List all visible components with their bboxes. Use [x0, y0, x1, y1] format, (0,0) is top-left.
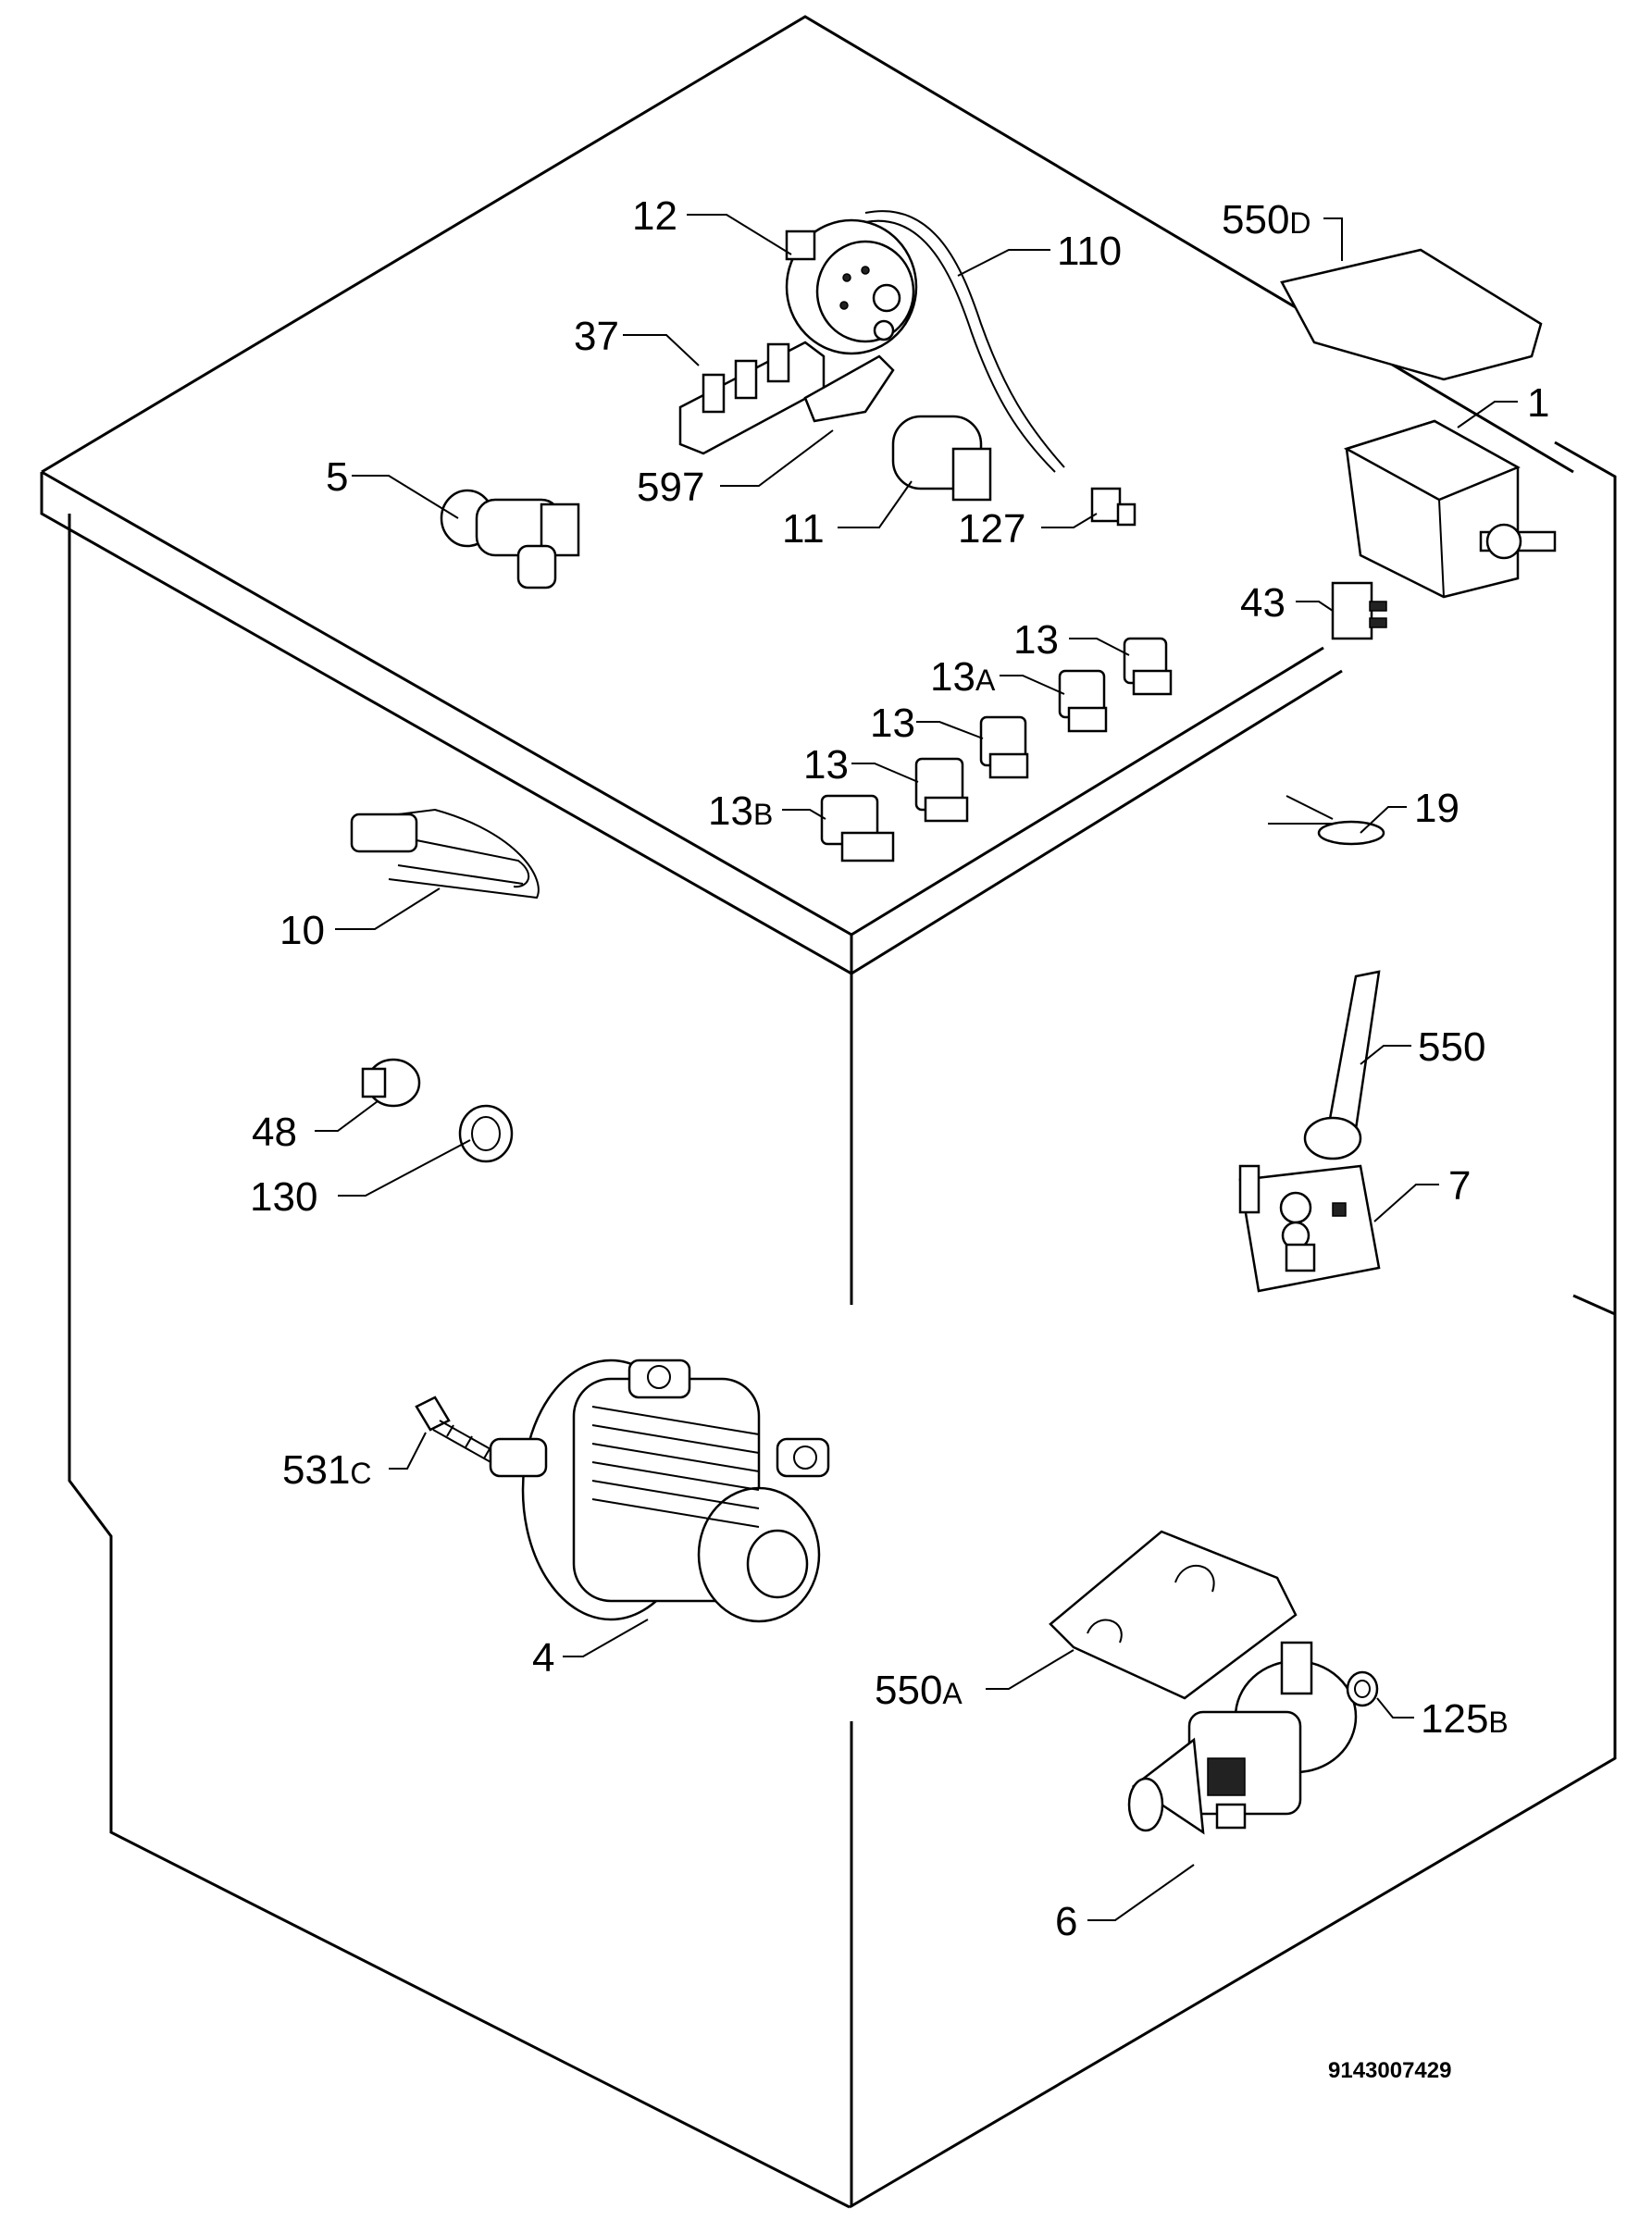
- callout-label: 130: [250, 1174, 317, 1220]
- sensor-part: [1268, 795, 1385, 846]
- callout-label: 12: [632, 193, 677, 239]
- callout-label: 13: [1013, 617, 1059, 663]
- callout-label: 43: [1240, 580, 1286, 626]
- callout-label: 1: [1527, 380, 1549, 426]
- callout-label: 7: [1448, 1163, 1471, 1209]
- callout-label: 37: [574, 314, 619, 359]
- seal-ring-part: [1346, 1670, 1379, 1707]
- callout-label: 5: [326, 454, 348, 500]
- callout-label: 13: [870, 701, 915, 746]
- lever-part: [1303, 970, 1381, 1160]
- hose-part: [864, 210, 1065, 473]
- callout-label: 11: [782, 506, 825, 552]
- callout-label: 127: [958, 506, 1025, 552]
- callout-label: 110: [1057, 229, 1122, 274]
- leader-lines: [315, 214, 1518, 1921]
- connector-part: [1090, 487, 1137, 527]
- callout-label: 125B: [1421, 1696, 1509, 1742]
- valve-part: [440, 489, 580, 589]
- connector-13-part: [1123, 637, 1173, 696]
- connector-13-part: [914, 757, 969, 823]
- drain-pump-part: [1127, 1641, 1358, 1835]
- heating-element-part: [350, 808, 540, 900]
- pressure-switch-part: [785, 218, 918, 355]
- switch-part: [1331, 581, 1387, 640]
- callout-label: 13A: [930, 654, 996, 700]
- callout-label: 48: [252, 1110, 297, 1155]
- motor-part: [489, 1359, 830, 1623]
- callout-label: 531C: [282, 1447, 372, 1493]
- cover-plate-part: [1280, 248, 1543, 381]
- door-lock-part: [1238, 1164, 1381, 1293]
- connector-13-part: [979, 715, 1029, 779]
- clip-part: [803, 354, 895, 423]
- capacitor-part: [891, 415, 992, 502]
- callout-label: 13: [803, 742, 849, 788]
- thermostat-part: [361, 1058, 421, 1108]
- callout-label: 550: [1418, 1024, 1485, 1070]
- document-number: 9143007429: [1328, 2058, 1451, 2083]
- callout-label: 597: [637, 465, 704, 510]
- terminal-block-part: [678, 341, 826, 455]
- callout-label: 13B: [708, 788, 773, 834]
- callout-label: 19: [1414, 786, 1459, 831]
- callout-label: 550D: [1222, 197, 1311, 242]
- cap-part: [458, 1104, 514, 1163]
- connector-13b-part: [820, 794, 895, 862]
- callout-label: 6: [1055, 1899, 1077, 1944]
- callout-label: 4: [532, 1635, 554, 1681]
- timer-module-part: [1343, 419, 1557, 599]
- callout-label: 550A: [875, 1668, 963, 1713]
- callout-label: 10: [279, 908, 325, 953]
- support-block-part: [1049, 1530, 1298, 1700]
- connector-13a-part: [1058, 669, 1108, 733]
